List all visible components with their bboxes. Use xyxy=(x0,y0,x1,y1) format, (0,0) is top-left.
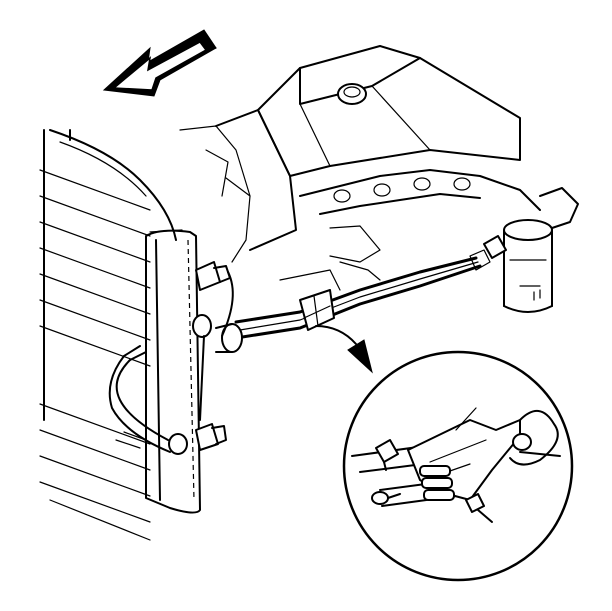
bolt-icon xyxy=(371,491,389,505)
radiator xyxy=(39,129,234,541)
cooler-lines xyxy=(215,256,482,353)
line-clip xyxy=(299,289,335,331)
nut-icon xyxy=(465,493,485,513)
magnifier-callout-circle xyxy=(342,350,574,582)
front-of-vehicle-arrow-icon xyxy=(102,29,217,97)
engine xyxy=(179,45,579,313)
bolt-icon xyxy=(375,439,399,463)
curved-pointer-arrow-icon xyxy=(315,325,373,374)
